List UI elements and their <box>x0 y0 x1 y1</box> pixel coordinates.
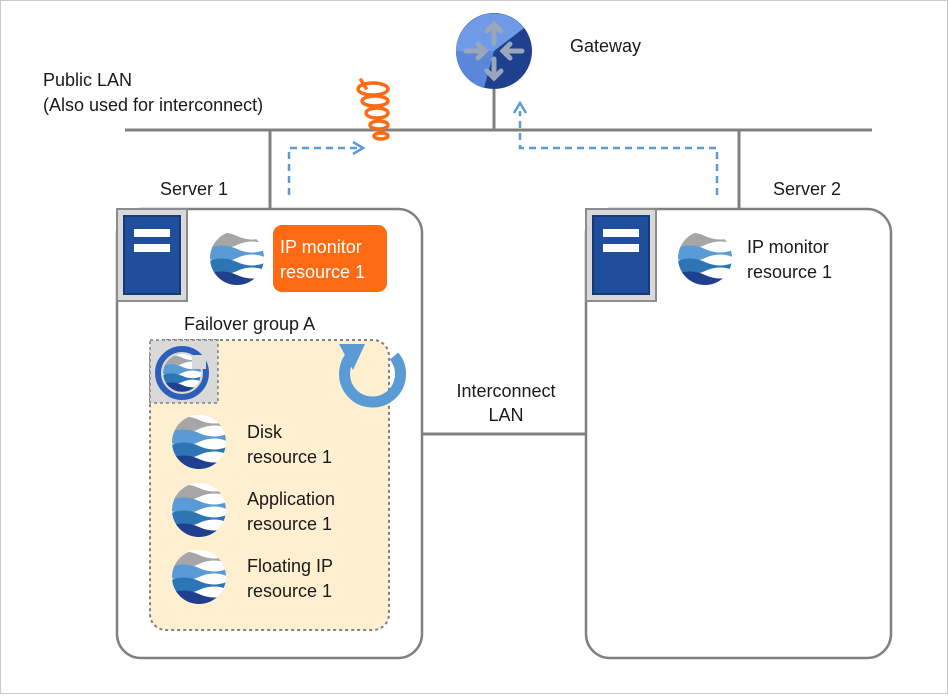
server1-monitor-arrow <box>287 140 366 195</box>
server2-box <box>584 207 893 660</box>
resource-name: Application <box>247 489 335 509</box>
list-item: Floating IP resource 1 <box>169 547 333 607</box>
public-lan-label: Public LAN <box>43 70 132 90</box>
server-icon <box>116 208 188 302</box>
failover-group-icon <box>149 339 219 404</box>
failover-group-label: Failover group A <box>184 314 315 334</box>
server1-label: Server 1 <box>160 179 228 199</box>
server1-ip-monitor-line2: resource 1 <box>280 262 365 282</box>
fault-spiral-icon <box>356 78 390 141</box>
list-item: Disk resource 1 <box>169 412 332 472</box>
resource-name: Disk <box>247 422 283 442</box>
resource-subname: resource 1 <box>247 581 332 601</box>
server2-monitor-arrow <box>512 100 719 195</box>
server2-ip-monitor-line1: IP monitor <box>747 237 829 257</box>
server2-ip-monitor-line2: resource 1 <box>747 262 832 282</box>
gateway-label: Gateway <box>570 36 641 56</box>
failover-arrow-icon <box>339 344 406 408</box>
server2-label: Server 2 <box>773 179 841 199</box>
public-lan-sublabel: (Also used for interconnect) <box>43 95 263 115</box>
interconnect-label: Interconnect <box>456 381 555 401</box>
server-icon <box>585 208 657 302</box>
server1-ip-monitor-line1: IP monitor <box>280 237 362 257</box>
interconnect-sublabel: LAN <box>488 405 523 425</box>
resource-subname: resource 1 <box>247 514 332 534</box>
resource-name: Floating IP <box>247 556 333 576</box>
ip-monitor-highlight <box>273 225 387 292</box>
list-item: Application resource 1 <box>169 480 335 540</box>
router-icon <box>455 13 532 89</box>
resource-subname: resource 1 <box>247 447 332 467</box>
